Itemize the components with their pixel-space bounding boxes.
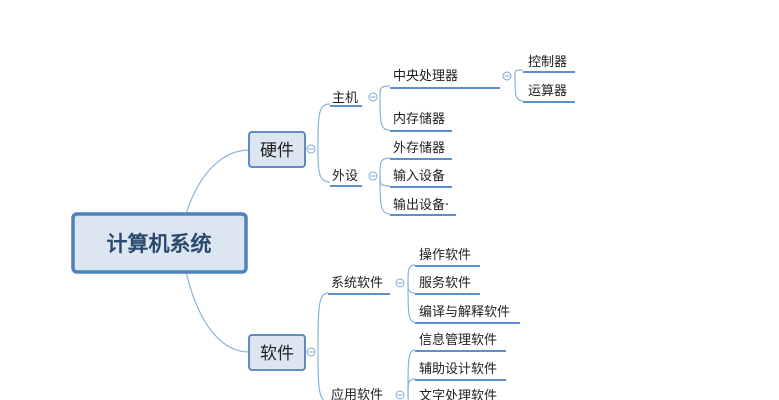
topic-external-storage[interactable]: 外存储器 (393, 141, 445, 156)
hardware-node-box[interactable] (248, 131, 306, 168)
topic-os-software[interactable]: 操作软件 (419, 247, 471, 263)
topic-output-device[interactable]: 输出设备· (393, 197, 449, 213)
topic-peripheral[interactable]: 外设 (332, 169, 358, 184)
topic-alu[interactable]: 运算器 (528, 84, 567, 99)
collapse-toggle-peripheral-icon[interactable] (368, 171, 378, 181)
connector-host-cpu (379, 85, 391, 98)
topic-controller[interactable]: 控制器 (528, 55, 567, 70)
connector-host-memory (379, 96, 391, 131)
connector-system-compiler (407, 282, 416, 323)
collapse-toggle-software-icon[interactable] (306, 347, 316, 357)
topic-compiler-software[interactable]: 编译与解释软件 (419, 305, 510, 320)
topic-design-software[interactable]: 辅助设计软件 (419, 362, 497, 377)
connector-application-info (407, 349, 416, 396)
connector-system-service (407, 282, 416, 294)
software-node-label: 软件 (260, 344, 294, 364)
connector-application-text (407, 394, 409, 400)
connector-cpu-controller (514, 69, 524, 77)
topic-application-software[interactable]: 应用软件 (331, 387, 383, 400)
topic-cpu[interactable]: 中央处理器 (393, 69, 458, 84)
topic-service-software[interactable]: 服务软件 (419, 275, 471, 291)
connector-peripheral-storage (379, 157, 391, 177)
connector-hardware-host (317, 103, 331, 151)
software-node-box[interactable] (248, 334, 306, 371)
connector-peripheral-output (379, 175, 391, 215)
connector-software-application (317, 351, 324, 400)
root-node-box[interactable] (71, 212, 248, 274)
connector-system-os (407, 264, 416, 284)
connector-root-software (185, 271, 250, 353)
topic-text-software[interactable]: 文字处理软件 (419, 389, 497, 400)
topic-info-management-software[interactable]: 信息管理软件 (419, 332, 497, 348)
topic-system-software[interactable]: 系统软件 (331, 276, 383, 291)
collapse-toggle-hardware-icon[interactable] (306, 144, 316, 154)
collapse-toggle-system-software-icon[interactable] (395, 278, 405, 288)
connector-peripheral-input (379, 175, 391, 187)
connector-software-system (317, 292, 329, 353)
collapse-toggle-host-icon[interactable] (368, 92, 378, 102)
topic-memory[interactable]: 内存储器 (393, 111, 445, 127)
collapse-toggle-cpu-icon[interactable] (502, 71, 512, 81)
connector-application-design (407, 378, 416, 396)
root-node-label: 计算机系统 (107, 232, 212, 256)
connector-cpu-alu (514, 75, 524, 102)
collapse-toggle-application-software-icon[interactable] (395, 390, 405, 400)
connector-root-hardware (185, 149, 250, 215)
topic-input-device[interactable]: 输入设备 (393, 168, 445, 184)
connector-hardware-peripheral (317, 149, 331, 183)
topic-host[interactable]: 主机 (332, 91, 358, 106)
hardware-node-label: 硬件 (260, 141, 294, 161)
